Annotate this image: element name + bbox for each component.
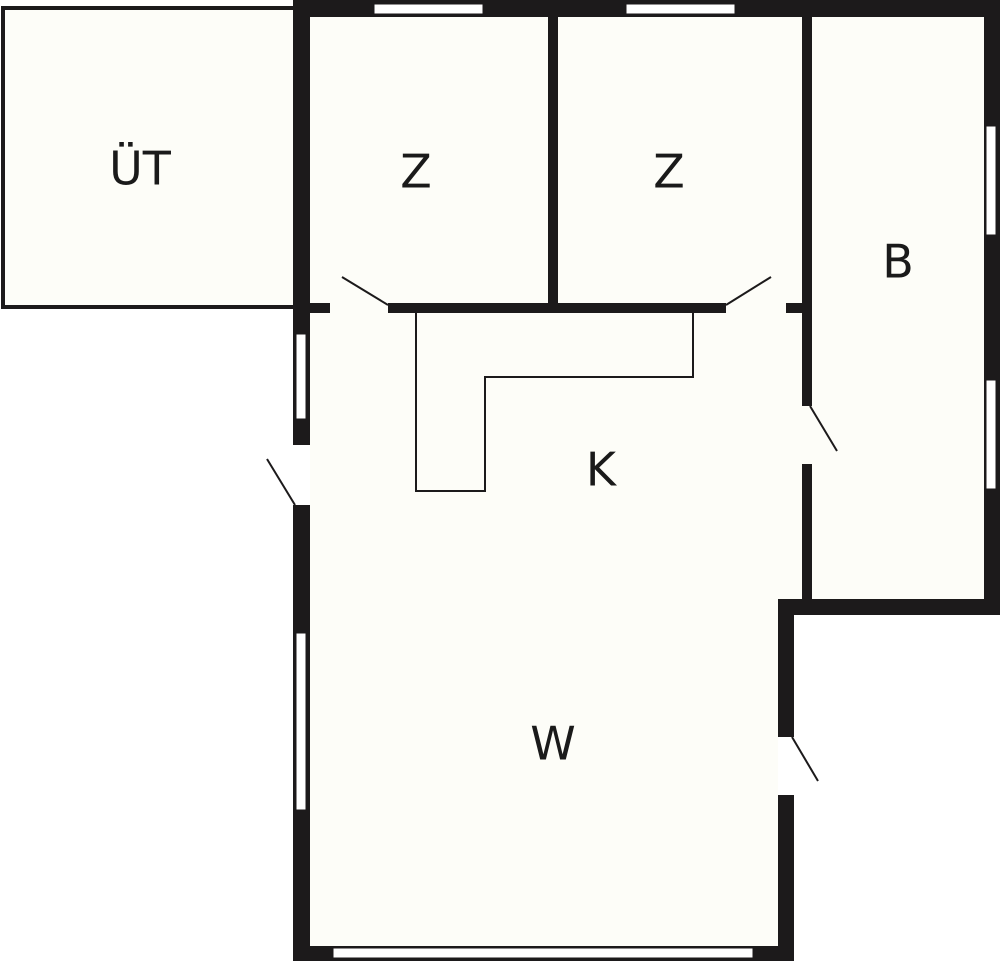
windows xyxy=(295,3,997,959)
window-w-bottom xyxy=(332,947,754,959)
wall-right xyxy=(984,0,1000,615)
door-openings xyxy=(293,303,812,795)
window-w-left xyxy=(295,632,307,811)
room-label-z1: Z xyxy=(400,145,432,199)
door-gap-z2 xyxy=(726,303,786,313)
room-label-z2: Z xyxy=(653,145,685,199)
room-label-b: B xyxy=(882,235,914,289)
door-leaves xyxy=(266,276,838,782)
window-b-lower xyxy=(985,379,997,490)
wall-z-divider xyxy=(548,17,558,313)
floor-z1 xyxy=(310,17,548,303)
kitchen-counter xyxy=(415,313,694,492)
room-label-w: W xyxy=(530,717,575,771)
room-label-k: K xyxy=(586,443,618,497)
window-b-upper xyxy=(985,125,997,236)
room-label-ut: ÜT xyxy=(109,142,172,196)
room-labels: ÜT Z Z B K W xyxy=(109,142,914,771)
window-z1-top xyxy=(373,3,484,15)
door-leaf-b xyxy=(809,405,838,452)
door-leaf-z2 xyxy=(725,276,772,306)
wall-z-k-mid xyxy=(388,303,726,313)
door-leaf-z1 xyxy=(341,276,389,306)
door-gap-b xyxy=(802,406,812,464)
wall-z-k-right xyxy=(786,303,802,313)
door-leaf-w-right xyxy=(791,736,819,782)
window-z2-top xyxy=(625,3,736,15)
floor-k-w xyxy=(310,313,802,946)
wall-z-k-left xyxy=(310,303,330,313)
floor-z2 xyxy=(558,17,802,303)
floor-ut xyxy=(1,6,298,309)
door-gap-z1 xyxy=(330,303,388,313)
wall-b-bottom xyxy=(778,599,1000,615)
door-leaf-entry xyxy=(266,458,296,506)
floor-b xyxy=(812,17,984,599)
wall-z-b-divider xyxy=(802,17,812,599)
door-gap-w-right xyxy=(778,737,794,795)
window-k-left xyxy=(295,333,307,420)
door-gap-entry xyxy=(293,445,310,505)
floors xyxy=(1,6,984,946)
